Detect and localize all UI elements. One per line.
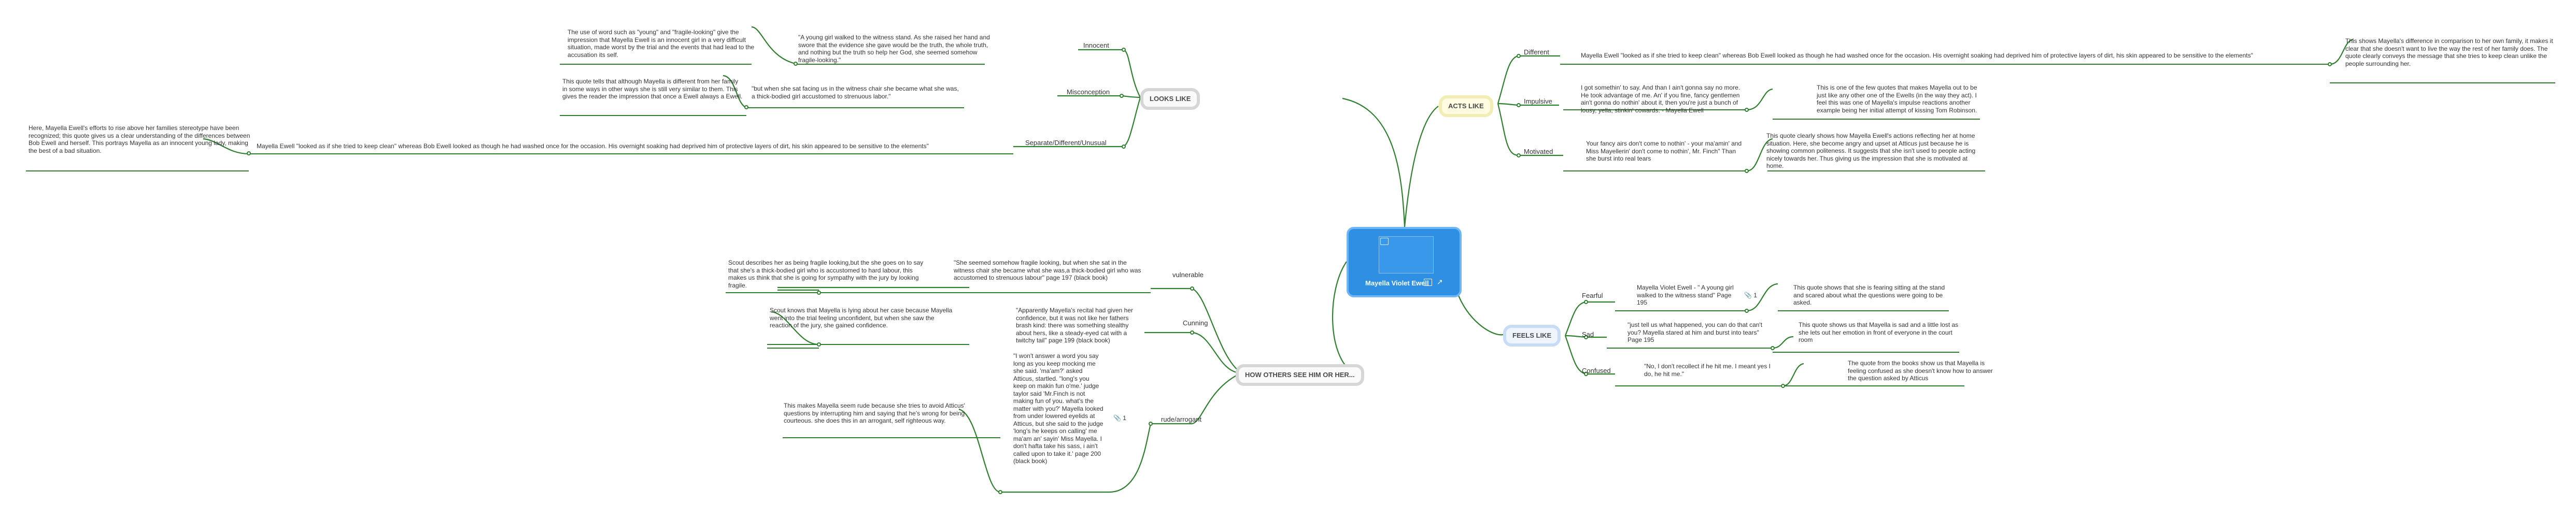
- central-topic-title: Mayella Violet Ewell: [1365, 279, 1429, 287]
- topic-image: [1379, 236, 1434, 274]
- note-vulnerable: Scout describes her as being fragile loo…: [728, 259, 924, 289]
- junction-dot[interactable]: [1771, 346, 1775, 350]
- note-motivated: This quote clearly shows how Mayella Ewe…: [1766, 132, 1976, 169]
- junction-dot[interactable]: [1190, 330, 1194, 335]
- category-acts-like[interactable]: ACTS LIKE: [1439, 95, 1493, 117]
- category-looks-like[interactable]: LOOKS LIKE: [1140, 88, 1200, 110]
- topic-cunning[interactable]: Cunning: [1183, 319, 1208, 327]
- quote-innocent: "A young girl walked to the witness stan…: [798, 34, 990, 64]
- note-separate: Here, Mayella Ewell's efforts to rise ab…: [29, 124, 250, 154]
- topic-rude-arrogant[interactable]: rude/arrogant: [1161, 415, 1202, 423]
- quote-sad: "just tell us what happened, you can do …: [1627, 321, 1763, 343]
- junction-dot[interactable]: [2328, 62, 2332, 66]
- note-cunning: Scout knows that Mayella is lying about …: [770, 307, 953, 329]
- junction-dot[interactable]: [998, 490, 1002, 494]
- junction-dot[interactable]: [1584, 300, 1588, 304]
- attachment-count: 1: [1753, 292, 1757, 299]
- junction-dot[interactable]: [1745, 309, 1749, 313]
- image-icon[interactable]: [1424, 279, 1432, 286]
- clip-icon[interactable]: 📎 1: [1744, 292, 1757, 299]
- note-fearful: This quote shows that she is fearing sit…: [1793, 284, 1945, 306]
- category-how-others-see[interactable]: HOW OTHERS SEE HIM OR HER...: [1236, 364, 1364, 386]
- note-different: This shows Mayella's difference in compa…: [2345, 37, 2553, 67]
- central-topic[interactable]: Mayella Violet Ewell ↗: [1347, 227, 1462, 297]
- junction-dot[interactable]: [1120, 94, 1124, 98]
- junction-dot[interactable]: [1745, 108, 1749, 112]
- junction-dot[interactable]: [1517, 153, 1521, 157]
- topic-sad[interactable]: Sad: [1582, 330, 1594, 338]
- junction-dot[interactable]: [1122, 48, 1126, 52]
- junction-dot[interactable]: [1584, 335, 1588, 339]
- broken-image-icon: [1380, 238, 1389, 245]
- quote-motivated: Your fancy airs don't come to nothin' - …: [1586, 140, 1742, 162]
- junction-dot[interactable]: [1149, 422, 1153, 426]
- topic-impulsive[interactable]: Impulsive: [1524, 97, 1552, 105]
- junction-dot[interactable]: [247, 151, 251, 155]
- attachment-count: 1: [1123, 414, 1126, 422]
- quote-cunning: "Apparently Mayella's recital had given …: [1016, 307, 1134, 344]
- category-feels-like[interactable]: FEELS LIKE: [1503, 325, 1561, 347]
- junction-dot[interactable]: [1190, 286, 1194, 291]
- note-confused: The quote from the books show us that Ma…: [1848, 359, 1993, 382]
- note-misconception: This quote tells that although Mayella i…: [562, 78, 743, 100]
- clip-icon[interactable]: 📎 1: [1113, 414, 1126, 422]
- junction-dot[interactable]: [744, 105, 748, 109]
- topic-separate[interactable]: Separate/Different/Unusual: [1025, 139, 1107, 147]
- note-impulsive: This is one of the few quotes that makes…: [1817, 84, 1977, 114]
- quote-fearful: Mayella Violet Ewell - " A young girl wa…: [1637, 284, 1734, 306]
- note-innocent: The use of word such as "young" and "fra…: [568, 28, 755, 59]
- junction-dot[interactable]: [1745, 169, 1749, 173]
- quote-separate: Mayella Ewell "looked as if she tried to…: [257, 142, 929, 150]
- junction-dot[interactable]: [817, 342, 821, 347]
- quote-misconception: "but when she sat facing us in the witne…: [752, 85, 959, 100]
- quote-impulsive: I got somethin' to say. And than I ain't…: [1581, 84, 1740, 114]
- topic-motivated[interactable]: Motivated: [1524, 148, 1553, 155]
- quote-different: Mayella Ewell "looked as if she tried to…: [1581, 52, 2253, 59]
- junction-dot[interactable]: [1584, 372, 1588, 376]
- junction-dot[interactable]: [1517, 54, 1521, 58]
- junction-dot[interactable]: [1122, 145, 1126, 149]
- topic-vulnerable[interactable]: vulnerable: [1172, 271, 1204, 279]
- quote-rude-arrogant: "I won't answer a word you say long as y…: [1013, 352, 1103, 465]
- topic-confused[interactable]: Confused: [1582, 367, 1611, 375]
- note-rude-arrogant: This makes Mayella seem rude because she…: [784, 402, 965, 424]
- topic-fearful[interactable]: Fearful: [1582, 292, 1603, 299]
- quote-vulnerable: "She seemed somehow fragile looking, but…: [954, 259, 1141, 281]
- junction-dot[interactable]: [1517, 103, 1521, 107]
- topic-innocent[interactable]: Innocent: [1083, 41, 1109, 49]
- note-sad: This quote shows us that Mayella is sad …: [1799, 321, 1959, 343]
- link-icon[interactable]: ↗: [1437, 278, 1443, 286]
- junction-dot[interactable]: [794, 62, 798, 66]
- topic-different[interactable]: Different: [1524, 48, 1549, 56]
- junction-dot[interactable]: [817, 291, 821, 295]
- quote-confused: "No, I don't recollect if he hit me. I m…: [1644, 363, 1771, 378]
- junction-dot[interactable]: [1781, 384, 1785, 388]
- topic-misconception[interactable]: Misconception: [1067, 88, 1110, 96]
